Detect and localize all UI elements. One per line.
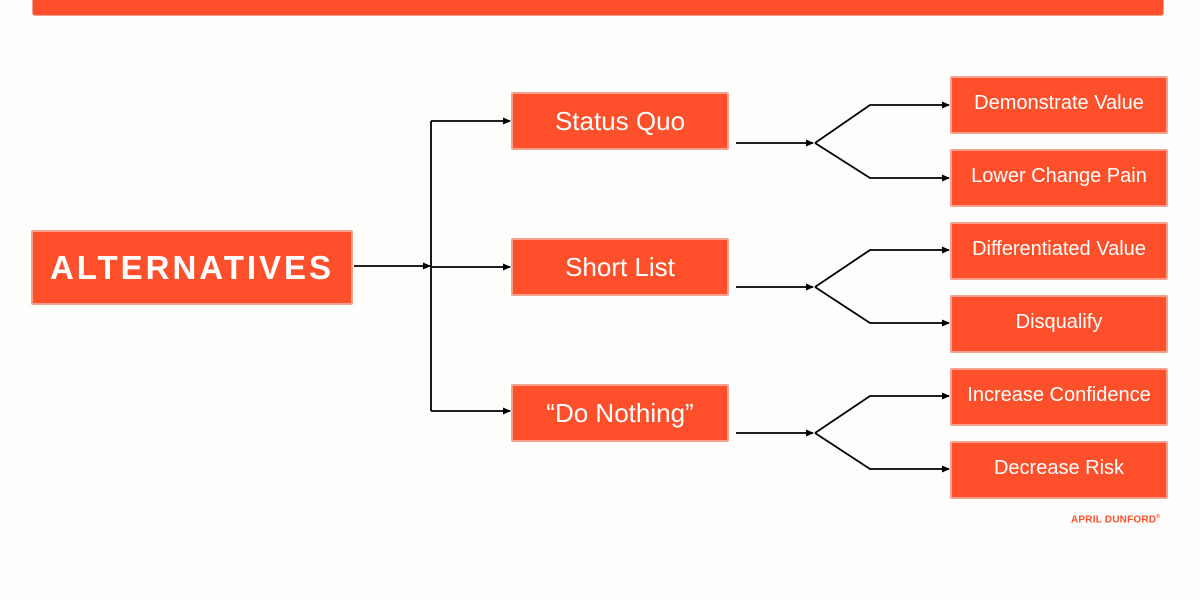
leaf-label: Decrease Risk (993, 456, 1125, 479)
root-node-alternatives: ALTERNATIVES (31, 230, 353, 305)
registered-mark: ® (1156, 514, 1161, 520)
fork-upper-short-list (814, 246, 950, 288)
fork-lower-do-nothing (814, 432, 950, 473)
node-status-quo: Status Quo (511, 92, 729, 150)
top-banner-bar (32, 0, 1164, 16)
fork-lower-status-quo (814, 142, 950, 182)
leaf-disqualify: Disqualify (950, 295, 1168, 353)
node-label: Status Quo (554, 105, 686, 136)
leaf-differentiated-value: Differentiated Value (950, 222, 1168, 280)
node-do-nothing: “Do Nothing” (511, 384, 729, 442)
leaf-label: Differentiated Value (972, 237, 1146, 260)
leaf-lower-change-pain: Lower Change Pain (950, 149, 1168, 207)
leaf-label: Disqualify (1015, 310, 1103, 333)
leaf-increase-confidence: Increase Confidence (950, 368, 1168, 426)
leaf-demonstrate-value: Demonstrate Value (950, 76, 1168, 134)
leaf-label: Increase Confidence (967, 383, 1151, 406)
node-label: “Do Nothing” (546, 397, 694, 428)
leaf-label: Demonstrate Value (974, 91, 1144, 114)
node-short-list: Short List (511, 238, 729, 296)
root-node-label: ALTERNATIVES (49, 248, 335, 286)
leaf-label: Lower Change Pain (971, 164, 1147, 187)
leaf-decrease-risk: Decrease Risk (950, 441, 1168, 499)
brand-wordmark: APRIL DUNFORD® (1071, 514, 1160, 525)
fork-lower-short-list (814, 286, 950, 327)
brand-name: APRIL DUNFORD (1071, 514, 1157, 526)
fork-upper-do-nothing (814, 392, 950, 434)
node-label: Short List (565, 251, 675, 282)
fork-upper-status-quo (814, 101, 950, 144)
